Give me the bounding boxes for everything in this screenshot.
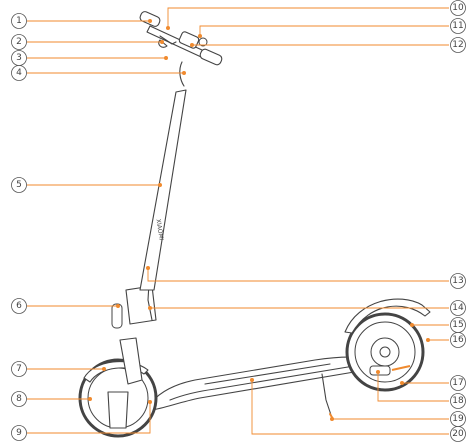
callout-8: 8 [11, 391, 27, 407]
rear-brake-caliper [369, 365, 391, 376]
callout-19: 19 [450, 411, 466, 427]
dot-18 [376, 370, 380, 374]
callout-16-label: 16 [452, 335, 464, 345]
right-grip [199, 48, 223, 66]
callout-5-label: 5 [16, 180, 22, 190]
kickstand [321, 373, 333, 419]
dot-9 [148, 400, 152, 404]
dot-3 [164, 56, 168, 60]
leader-20 [251, 380, 449, 435]
callout-18-label: 18 [452, 396, 464, 406]
deck-grip-strip [204, 363, 331, 385]
callout-16: 16 [450, 332, 466, 348]
callout-badges-left: 1 2 3 4 5 6 7 8 9 [11, 13, 27, 441]
callout-11-label: 11 [452, 21, 463, 31]
callout-17: 17 [450, 375, 466, 391]
callout-4: 4 [11, 65, 27, 81]
callout-14: 14 [450, 300, 466, 316]
dot-2 [160, 40, 164, 44]
callout-10-label: 10 [452, 3, 464, 13]
callout-12: 12 [450, 37, 466, 53]
callout-20: 20 [450, 426, 466, 442]
leader-13 [147, 268, 449, 282]
brake-lever [159, 35, 177, 45]
dot-5 [158, 183, 162, 187]
callout-20-label: 20 [452, 429, 464, 439]
front-fork [119, 337, 143, 385]
front-light-housing [111, 303, 123, 329]
leader-10 [167, 7, 449, 28]
dot-11 [198, 34, 202, 38]
leader-11 [199, 25, 449, 36]
callout-4-label: 4 [16, 68, 22, 78]
rear-disc-slots [391, 365, 411, 371]
callout-9-label: 9 [16, 428, 22, 438]
front-hub-motor [107, 391, 129, 429]
callout-15: 15 [450, 317, 466, 333]
deck-edge-line [169, 364, 361, 401]
dot-8 [88, 397, 92, 401]
dot-15 [410, 323, 414, 327]
callout-1-label: 1 [16, 16, 22, 26]
dot-1 [148, 19, 152, 23]
callout-3: 3 [11, 50, 27, 66]
stem [139, 89, 187, 291]
callout-2: 2 [11, 34, 27, 50]
leader-lines [27, 7, 449, 435]
callout-15-label: 15 [452, 320, 463, 330]
dot-10 [166, 26, 170, 30]
callout-2-label: 2 [16, 37, 22, 47]
callout-17-label: 17 [452, 378, 463, 388]
leader-9 [27, 402, 151, 434]
dot-17 [400, 381, 404, 385]
dot-4 [182, 71, 186, 75]
dot-19 [330, 417, 334, 421]
callout-6-label: 6 [16, 301, 22, 311]
callout-19-label: 19 [452, 414, 464, 424]
dot-20 [250, 378, 254, 382]
callout-11: 11 [450, 18, 466, 34]
dot-13 [146, 266, 150, 270]
scooter-illustration: XIAOMI [78, 11, 431, 438]
dot-14 [148, 306, 152, 310]
rear-hub-center [379, 346, 391, 358]
callout-7: 7 [11, 361, 27, 377]
leader-18 [377, 372, 449, 402]
callout-18: 18 [450, 393, 466, 409]
callout-10: 10 [450, 0, 466, 16]
callout-5: 5 [11, 177, 27, 193]
callout-13-label: 13 [452, 276, 463, 286]
leader-dots [88, 19, 430, 421]
cable [179, 61, 185, 87]
callout-14-label: 14 [452, 303, 464, 313]
dot-6 [116, 304, 120, 308]
dot-12 [190, 43, 194, 47]
callout-3-label: 3 [16, 53, 22, 63]
callout-7-label: 7 [16, 364, 22, 374]
callout-6: 6 [11, 298, 27, 314]
dot-16 [426, 338, 430, 342]
callout-8-label: 8 [16, 394, 22, 404]
callout-13: 13 [450, 273, 466, 289]
callout-12-label: 12 [452, 40, 463, 50]
deck [151, 356, 375, 411]
dashboard [178, 31, 200, 49]
callout-badges-right: 10 11 12 13 14 15 16 17 18 19 20 [450, 0, 466, 442]
dot-7 [102, 367, 106, 371]
callout-9: 9 [11, 425, 27, 441]
stem-brand-text: XIAOMI [154, 219, 164, 242]
throttle [198, 37, 208, 47]
callout-1: 1 [11, 13, 27, 29]
